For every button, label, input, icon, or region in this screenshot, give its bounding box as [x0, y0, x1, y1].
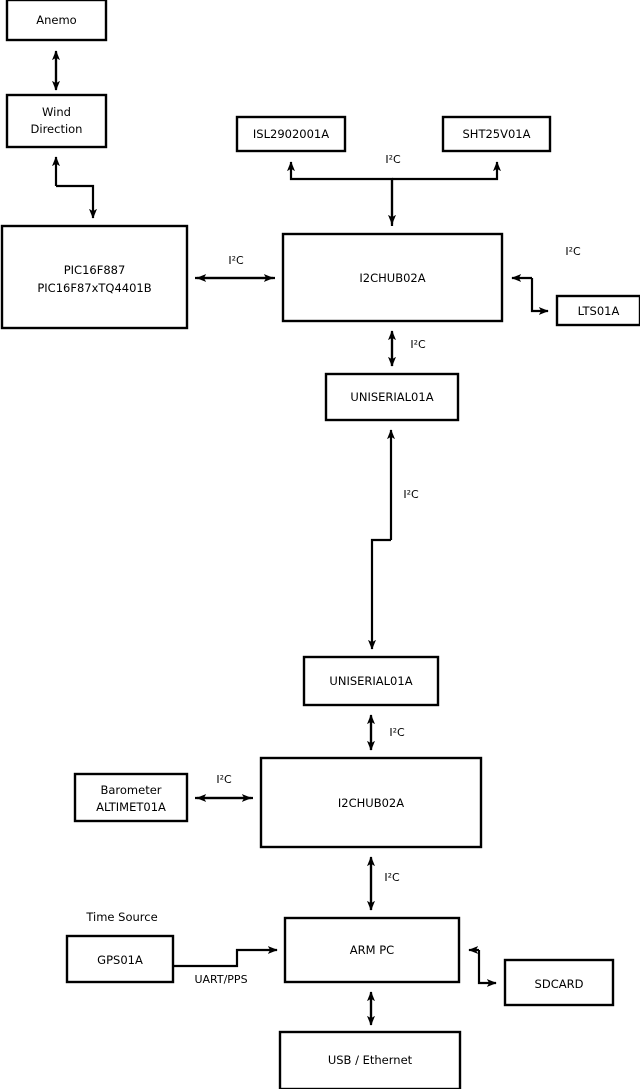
node-label-barometer-line2: ALTIMET01A [96, 800, 166, 814]
node-sdcard[interactable]: SDCARD [503, 958, 615, 1007]
node-label-sdcard: SDCARD [535, 977, 584, 991]
node-uniserial01a-bottom[interactable]: UNISERIAL01A [302, 655, 440, 707]
node-label-uniserial01a-top: UNISERIAL01A [350, 390, 433, 404]
edge-label-gps-armpc: UART/PPS [194, 973, 247, 986]
connection-uniserial-uniserial [368, 429, 395, 650]
node-wind-direction[interactable]: Wind Direction [5, 93, 108, 149]
node-arm-pc[interactable]: ARM PC [283, 916, 461, 984]
connection-hub-lts [511, 274, 549, 315]
node-label-anemo: Anemo [36, 13, 76, 27]
connection-hub-isl-sht-bus [287, 161, 501, 226]
node-gps01a[interactable]: GPS01A [65, 934, 175, 984]
node-label-barometer-line1: Barometer [100, 783, 161, 797]
label-time-source: Time Source [85, 910, 157, 924]
node-label-i2chub02a-bottom: I2CHUB02A [338, 796, 404, 810]
edge-label-uniserial-hub-bot: I²C [389, 726, 405, 739]
node-label-wind-direction-line2: Direction [31, 122, 83, 136]
node-label-lts01a: LTS01A [578, 304, 620, 318]
node-i2chub02a-top[interactable]: I2CHUB02A [281, 232, 504, 323]
edge-label-hub-uniserial-top: I²C [410, 338, 426, 351]
connection-gps-armpc [173, 946, 278, 968]
edge-label-isl-sht-bus: I²C [385, 153, 401, 166]
connection-armpc-sdcard [468, 946, 497, 987]
node-label-sht25v01a: SHT25V01A [463, 127, 531, 141]
node-label-wind-direction-line1: Wind [42, 105, 71, 119]
free-labels-layer: Time Source [85, 910, 157, 924]
node-i2chub02a-bottom[interactable]: I2CHUB02A [259, 756, 483, 849]
node-uniserial01a-top[interactable]: UNISERIAL01A [324, 372, 460, 422]
node-anemo[interactable]: Anemo [5, 0, 108, 42]
edge-label-barometer-hub: I²C [216, 773, 232, 786]
edge-label-hub-armpc: I²C [384, 871, 400, 884]
node-label-usb-ethernet: USB / Ethernet [328, 1053, 413, 1067]
edge-label-uniserial-uniserial: I²C [403, 488, 419, 501]
node-barometer[interactable]: Barometer ALTIMET01A [73, 772, 189, 823]
edge-label-pic-hub: I²C [228, 254, 244, 267]
node-label-isl2902001a: ISL2902001A [253, 127, 329, 141]
connection-pic-wind [52, 156, 97, 219]
node-label-uniserial01a-bottom: UNISERIAL01A [329, 674, 412, 688]
node-isl2902001a[interactable]: ISL2902001A [235, 115, 347, 153]
node-label-i2chub02a-top: I2CHUB02A [359, 271, 425, 285]
node-sht25v01a[interactable]: SHT25V01A [441, 115, 552, 153]
connections-layer [52, 50, 549, 1026]
node-label-gps01a: GPS01A [97, 953, 143, 967]
edge-labels-layer: I²C I²C I²C I²C I²C I²C I²C I²C UART/PPS [194, 153, 581, 986]
node-label-pic-line1: PIC16F887 [64, 263, 126, 277]
node-pic-mcu[interactable]: PIC16F887 PIC16F87xTQ4401B [0, 224, 189, 330]
node-lts01a[interactable]: LTS01A [555, 294, 640, 327]
node-label-pic-line2: PIC16F87xTQ4401B [37, 281, 151, 295]
node-usb-ethernet[interactable]: USB / Ethernet [278, 1030, 462, 1089]
node-label-arm-pc: ARM PC [350, 943, 394, 957]
edge-label-hub-lts: I²C [565, 245, 581, 258]
